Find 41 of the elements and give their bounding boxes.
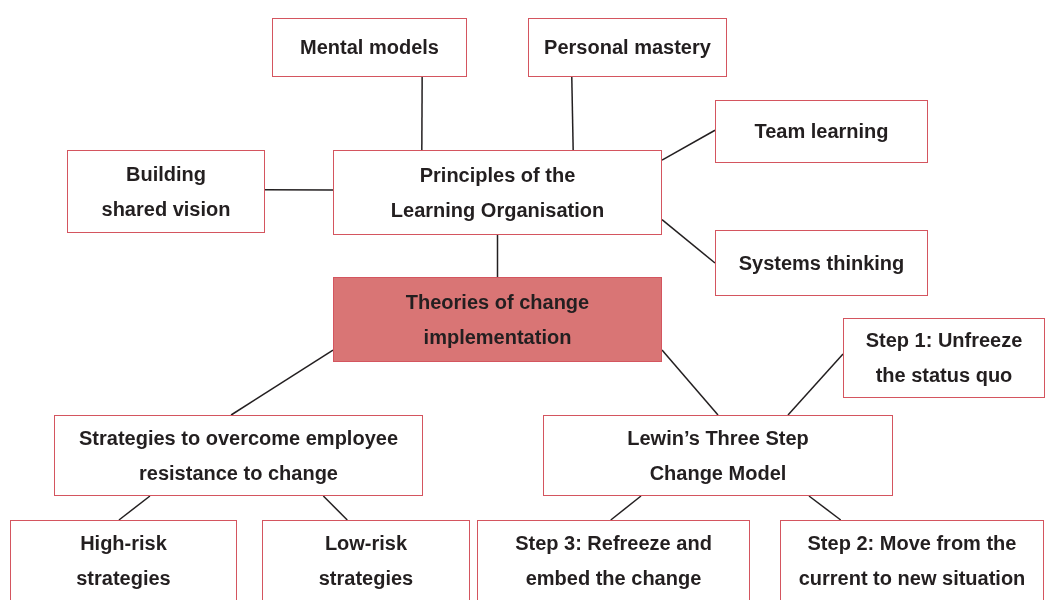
- topic-box: [780, 520, 1044, 600]
- central-topic-box: [333, 277, 662, 362]
- node-label: Mental models: [300, 35, 439, 60]
- connector-line: [322, 495, 349, 521]
- node-label: Personal mastery: [544, 35, 711, 60]
- topic-box: [843, 318, 1045, 398]
- connector-line: [661, 349, 719, 416]
- connector-line: [496, 234, 499, 278]
- node-label: Step 2: Move from the current to new situation: [797, 531, 1027, 591]
- connector-line: [661, 129, 716, 161]
- topic-box: [272, 18, 467, 77]
- node-label: Systems thinking: [738, 250, 905, 276]
- topic-box: [715, 230, 928, 296]
- node-label: Team learning: [754, 119, 889, 144]
- topic-box: [333, 150, 662, 235]
- node-label: Principles of the Learning Organisation: [389, 162, 606, 223]
- connector-line: [118, 495, 151, 521]
- topic-box: [10, 520, 237, 600]
- node-label: Strategies to overcome employee resistance to change: [78, 425, 399, 486]
- topic-box: [543, 415, 893, 496]
- topic-box: [715, 100, 928, 163]
- connector-line: [787, 353, 844, 416]
- topic-box: [528, 18, 727, 77]
- topic-box: [262, 520, 470, 600]
- node-label: Low-risk strategies: [317, 531, 415, 591]
- node-label: Step 3: Refreeze and embed the change: [514, 531, 713, 591]
- connector-line: [230, 349, 334, 416]
- connector-line: [571, 76, 574, 151]
- node-label: Building shared vision: [100, 161, 232, 222]
- topic-box: [67, 150, 265, 233]
- connector-line: [421, 76, 423, 151]
- node-label: Theories of change implementation: [404, 289, 591, 350]
- connector-line: [610, 495, 642, 521]
- topic-box: [477, 520, 750, 600]
- connector-line: [661, 218, 716, 264]
- topic-box: [54, 415, 423, 496]
- node-label: Step 1: Unfreeze the status quo: [864, 328, 1024, 388]
- node-label: High-risk strategies: [75, 531, 172, 591]
- node-label: Lewin’s Three Step Change Model: [626, 425, 810, 486]
- connector-line: [808, 495, 842, 521]
- connector-line: [264, 189, 334, 191]
